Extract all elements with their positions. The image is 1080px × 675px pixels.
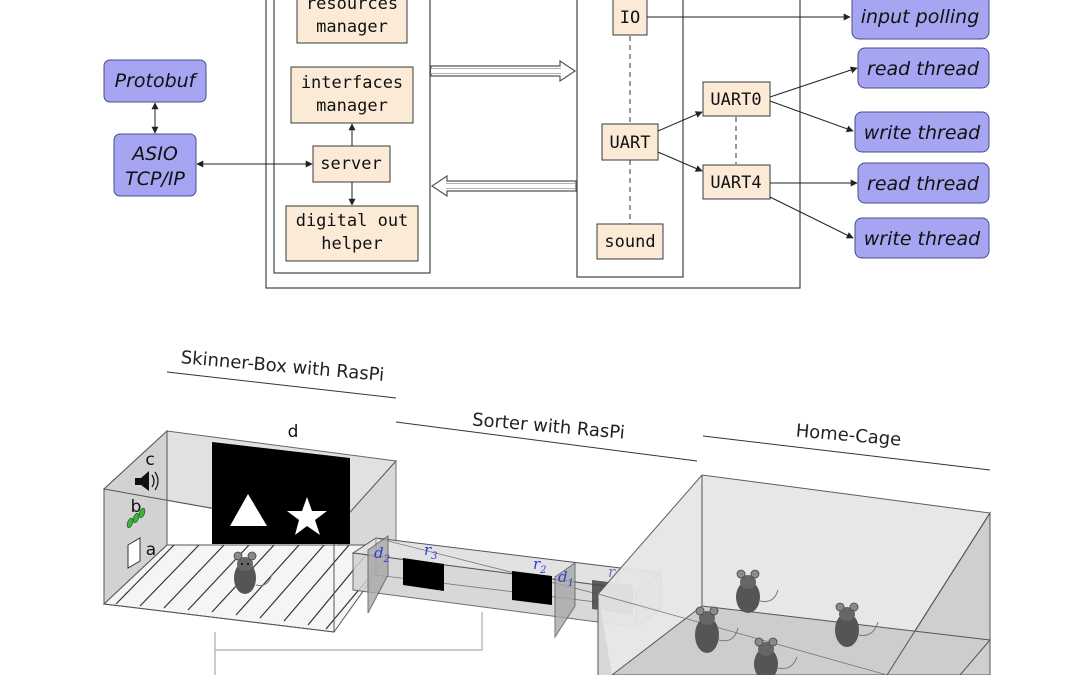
protobuf-label: Protobuf bbox=[115, 70, 199, 92]
hardware-illustration: Skinner-Box with RasPi Sorter with RasPi… bbox=[102, 347, 991, 675]
mouse-icon bbox=[754, 637, 798, 675]
interfaces-manager-line1: interfaces bbox=[301, 73, 403, 93]
sorter-title: Sorter with RasPi bbox=[471, 409, 625, 443]
uart-box: UART bbox=[601, 123, 659, 161]
sound-box: sound bbox=[596, 223, 664, 260]
rfid-r2 bbox=[512, 571, 552, 605]
mouse-icon bbox=[736, 569, 779, 613]
star-stimulus-icon bbox=[287, 497, 327, 535]
home-cage bbox=[597, 474, 991, 675]
triangle-stimulus-icon bbox=[230, 494, 267, 526]
digital-out-helper-box: digital out helper bbox=[285, 205, 419, 262]
interfaces-container bbox=[576, 0, 684, 278]
server-box: server bbox=[312, 145, 391, 183]
rfid-r3 bbox=[403, 558, 444, 591]
uart4-label: UART4 bbox=[710, 173, 761, 193]
uart4-box: UART4 bbox=[702, 164, 771, 200]
input-polling-box: input polling bbox=[851, 0, 990, 40]
led-lights-icon bbox=[126, 507, 146, 529]
mouse-icon bbox=[835, 602, 879, 647]
skinner-box: d c b a bbox=[102, 422, 398, 633]
sound-label: sound bbox=[604, 232, 655, 252]
core-container bbox=[273, 0, 431, 274]
uart-label: UART bbox=[610, 133, 651, 153]
mouse-icon bbox=[695, 606, 739, 653]
label-d: d bbox=[288, 422, 299, 442]
door-d2 bbox=[367, 535, 389, 614]
system-frame bbox=[265, 0, 801, 289]
uart0-label: UART0 bbox=[710, 90, 761, 110]
write-thread-label-1: write thread bbox=[864, 122, 981, 144]
label-d2: d2 bbox=[374, 544, 390, 565]
stimulus-screen bbox=[212, 442, 350, 544]
label-c: c bbox=[145, 450, 154, 470]
resources-manager-line2: manager bbox=[316, 17, 388, 37]
uart0-box: UART0 bbox=[702, 81, 771, 117]
skinner-box-title: Skinner-Box with RasPi bbox=[180, 347, 385, 386]
digital-out-helper-line2: helper bbox=[321, 234, 382, 254]
home-title-underline bbox=[702, 435, 991, 471]
asio-line1: ASIO bbox=[130, 143, 178, 165]
protobuf-box: Protobuf bbox=[103, 59, 207, 103]
software-architecture: resources manager interfaces manager ser… bbox=[103, 0, 990, 289]
write-thread-label-2: write thread bbox=[864, 228, 981, 250]
label-a: a bbox=[146, 540, 156, 560]
read-thread-label-2: read thread bbox=[867, 173, 980, 195]
resources-manager-box: resources manager bbox=[296, 0, 408, 44]
interfaces-manager-box: interfaces manager bbox=[290, 66, 414, 124]
mouse-icon bbox=[233, 551, 273, 594]
door-d1 bbox=[554, 562, 576, 639]
io-label: IO bbox=[620, 8, 640, 28]
input-polling-label: input polling bbox=[861, 6, 980, 28]
speaker-icon bbox=[135, 471, 159, 491]
digital-out-helper-line1: digital out bbox=[296, 211, 409, 231]
uart0-to-read-arrow bbox=[769, 66, 858, 98]
cable-2 bbox=[215, 612, 483, 651]
label-r2: r2 bbox=[533, 555, 547, 576]
read-thread-box-2: read thread bbox=[857, 162, 990, 204]
pellet-dispenser bbox=[127, 537, 141, 569]
sorter-title-underline bbox=[395, 421, 698, 462]
read-thread-label-1: read thread bbox=[867, 58, 980, 80]
label-b: b bbox=[131, 497, 142, 517]
skinner-title-underline bbox=[166, 371, 397, 399]
uart-to-uart4-arrow bbox=[657, 151, 703, 172]
io-box: IO bbox=[612, 0, 648, 36]
label-r3: r3 bbox=[424, 541, 438, 562]
core-to-interfaces-double-arrow bbox=[430, 59, 577, 83]
uart4-to-write-arrow bbox=[769, 196, 854, 239]
write-thread-box-1: write thread bbox=[854, 111, 990, 153]
uart-to-uart0-arrow bbox=[657, 111, 703, 132]
label-d1: d1 bbox=[558, 568, 574, 589]
server-label: server bbox=[320, 154, 381, 174]
interfaces-manager-line2: manager bbox=[316, 96, 388, 116]
interfaces-to-core-double-arrow bbox=[430, 174, 577, 198]
uart0-to-write-arrow bbox=[769, 100, 854, 133]
asio-line2: TCP/IP bbox=[125, 168, 185, 190]
asio-box: ASIO TCP/IP bbox=[113, 133, 197, 197]
home-cage-title: Home-Cage bbox=[795, 420, 902, 450]
resources-manager-line1: resources bbox=[306, 0, 398, 14]
read-thread-box-1: read thread bbox=[857, 47, 990, 89]
write-thread-box-2: write thread bbox=[854, 217, 990, 259]
